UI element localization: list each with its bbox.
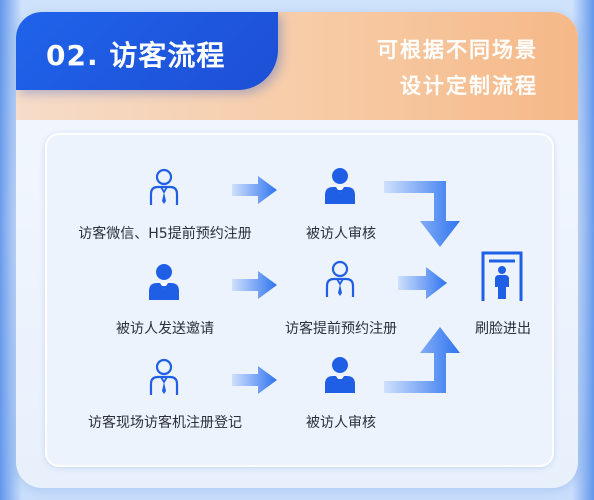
arrow-right-icon <box>232 366 277 394</box>
title-tab <box>16 12 278 90</box>
flow-node-start-1: 访客微信、H5提前预约注册 <box>78 226 252 242</box>
arrow-right-icon <box>232 176 277 204</box>
flow-node-step-3: 被访人审核 <box>306 415 376 431</box>
arrow-right-icon <box>398 267 447 299</box>
flow-node-end: 刷脸进出 <box>475 321 531 337</box>
arrow-right-icon <box>232 271 277 299</box>
security-gate-icon <box>481 251 523 301</box>
flow-node-start-2: 被访人发送邀请 <box>116 321 214 337</box>
section-title: 02. 访客流程 <box>46 39 226 72</box>
person-solid-icon <box>325 357 355 393</box>
subtitle-line-1: 可根据不同场景 <box>377 38 538 62</box>
person-solid-icon <box>325 168 355 204</box>
subtitle-line-2: 设计定制流程 <box>400 74 538 98</box>
person-solid-icon <box>149 264 179 300</box>
flow-node-start-3: 访客现场访客机注册登记 <box>88 415 242 431</box>
flow-node-step-1: 被访人审核 <box>306 226 376 242</box>
person-outline-icon <box>149 168 179 205</box>
person-outline-icon <box>149 358 179 395</box>
bent-arrow-down-icon <box>384 181 460 247</box>
bent-arrow-up-icon <box>384 327 460 393</box>
person-outline-icon <box>325 260 355 297</box>
flow-panel <box>45 133 554 467</box>
flow-node-step-2: 访客提前预约注册 <box>285 321 397 337</box>
